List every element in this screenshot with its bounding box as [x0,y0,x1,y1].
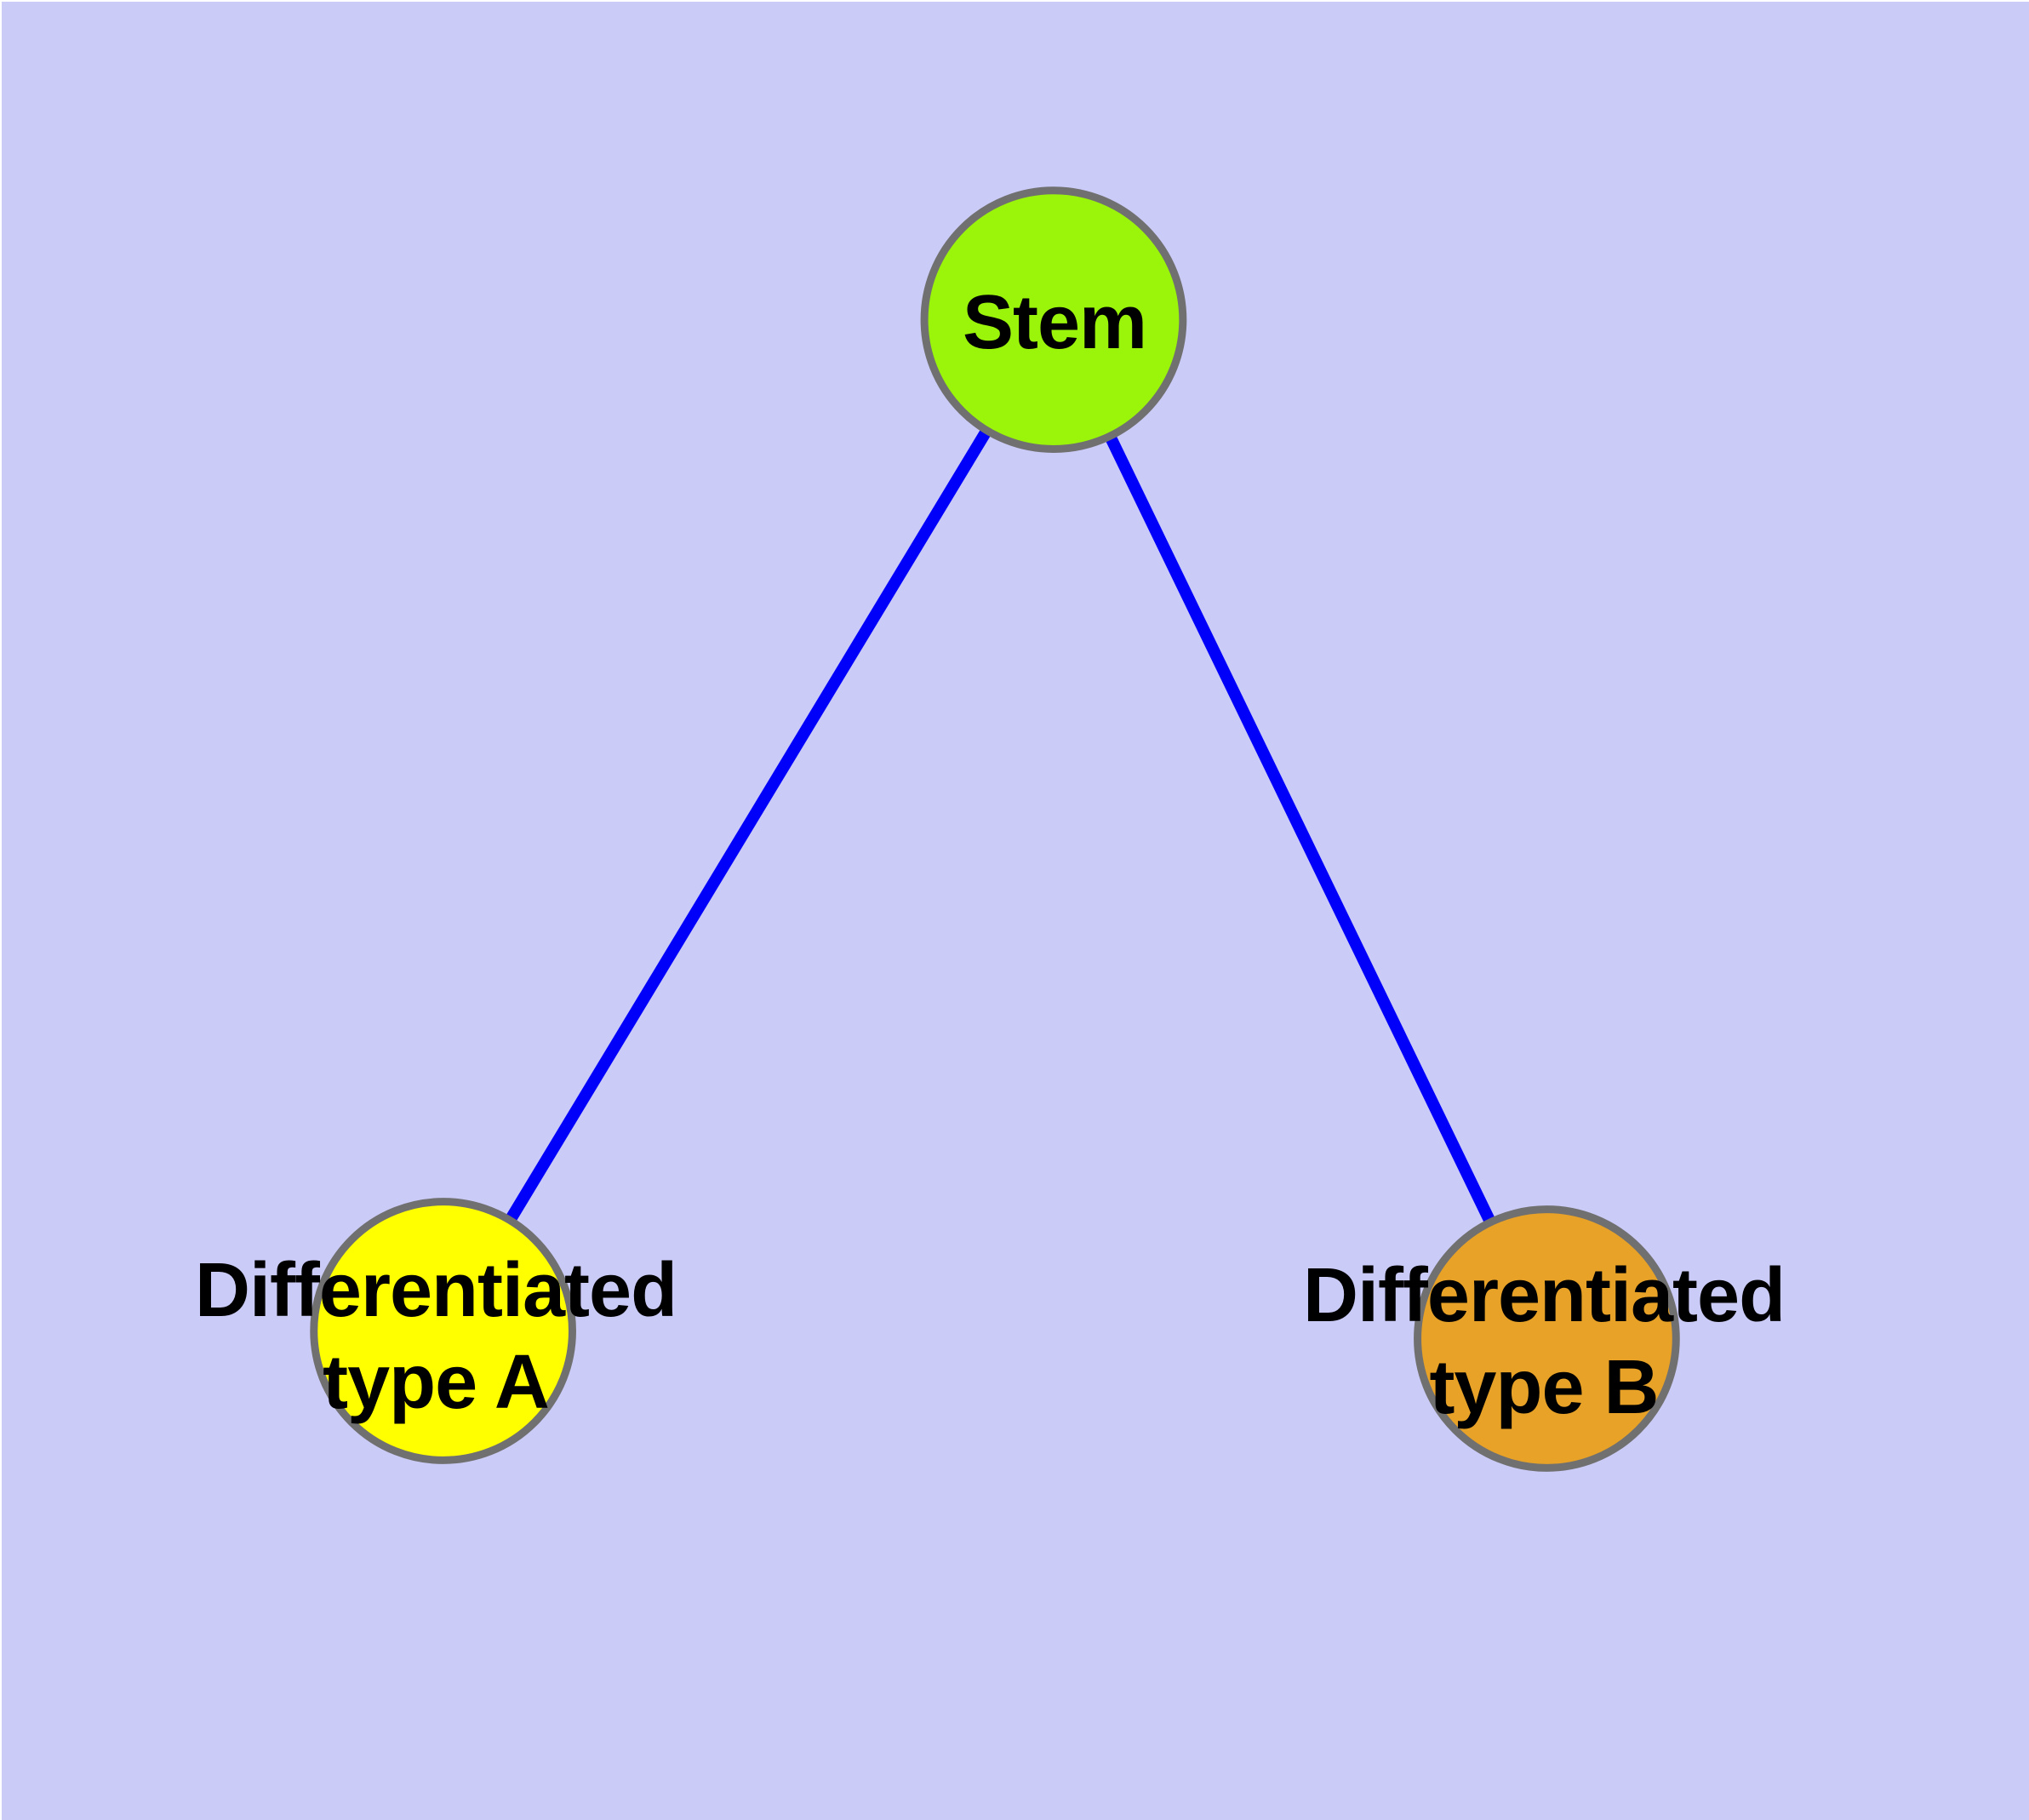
edge-stem-to-type-b [1048,317,1552,1342]
node-type-a-circle [310,1198,576,1464]
node-type-b-label: Differentiated type B [1302,1253,1786,1430]
node-type-a-label: Differentiated type A [194,1248,677,1425]
node-stem-circle [920,186,1187,454]
node-type-b-circle [1414,1205,1680,1472]
edge-stem-to-type-a [437,317,1059,1335]
node-stem-label: Stem [962,280,1147,365]
